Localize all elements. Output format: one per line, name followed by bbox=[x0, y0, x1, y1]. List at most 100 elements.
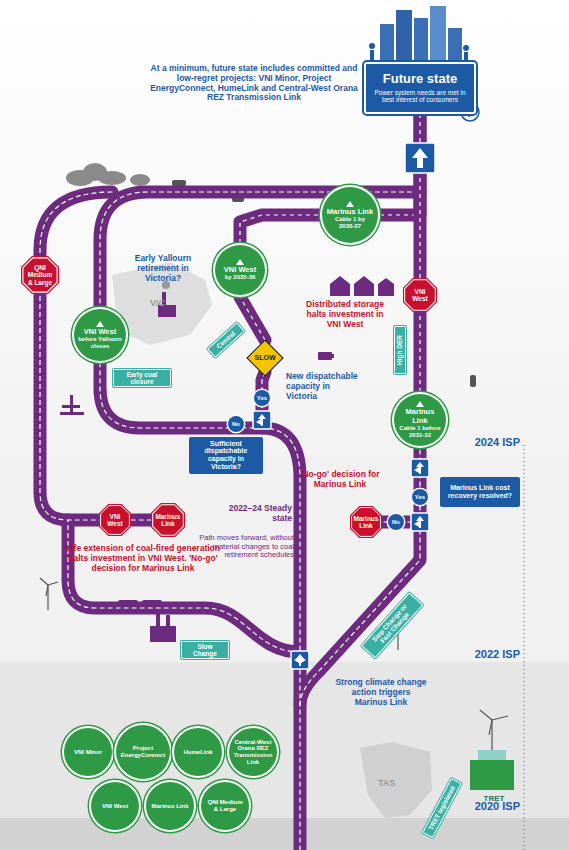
node-text: Marinus Link bbox=[155, 513, 182, 528]
octagon-ring bbox=[101, 506, 130, 535]
node-subtitle: Cable 1 before 2031-32 bbox=[398, 425, 442, 438]
decision-box: Marinus Link cost recovery resolved? bbox=[440, 477, 520, 507]
illustration-part bbox=[414, 467, 419, 473]
illustration-part bbox=[40, 578, 48, 585]
node-title: Marinus Link cost recovery resolved? bbox=[444, 484, 516, 500]
illustration-part bbox=[172, 180, 186, 186]
illustration-part bbox=[405, 143, 435, 173]
answer-circle: No bbox=[228, 416, 244, 432]
illustration-part bbox=[448, 28, 462, 62]
project-circle: VNI Westby 2035-36 bbox=[213, 243, 267, 297]
node-text: VNI West bbox=[95, 803, 136, 810]
octagon-fill bbox=[350, 506, 382, 538]
illustration-part bbox=[463, 45, 469, 51]
node-text: Marinus LinkCable 1 before 2031-32 bbox=[398, 401, 442, 438]
node-title: VNI West bbox=[84, 328, 116, 336]
node-text: Marinus LinkCable 1 by 2036-37 bbox=[327, 201, 374, 230]
annotation-label: At a minimum, future state includes comm… bbox=[148, 64, 360, 103]
annotation-label: 2022–24 Steady state bbox=[226, 504, 292, 524]
project-circle: VNI West bbox=[89, 780, 141, 832]
road-segment bbox=[414, 114, 427, 278]
node-title: High DER bbox=[396, 335, 403, 365]
node-text: HumeLink bbox=[178, 749, 219, 756]
node-title: Yes bbox=[415, 494, 425, 501]
answer-circle: Yes bbox=[254, 390, 270, 406]
cars bbox=[172, 180, 476, 387]
battery bbox=[318, 352, 334, 360]
scenario-sign: Slow Change bbox=[181, 641, 229, 660]
node-title: Future state bbox=[383, 72, 457, 87]
road-centreline bbox=[240, 215, 320, 243]
illustration-part bbox=[70, 395, 73, 413]
octagon-fill bbox=[21, 256, 59, 294]
answer-circle: Yes bbox=[412, 489, 428, 505]
band-2024 bbox=[0, 0, 569, 455]
project-circle: Central-West Orana REZ Transmission Link bbox=[227, 726, 279, 778]
node-title: SLOW bbox=[255, 354, 276, 362]
node-title: VNI West bbox=[102, 803, 128, 810]
diamond-fill bbox=[247, 340, 283, 376]
annotation-label: 2020 ISP bbox=[466, 800, 520, 813]
illustration-part bbox=[256, 419, 261, 425]
illustration-part bbox=[294, 657, 299, 663]
octagon-fill bbox=[99, 504, 131, 536]
illustration-part bbox=[416, 516, 424, 528]
node-title: QNI Medium & Large bbox=[25, 264, 55, 286]
illustration-part bbox=[470, 760, 514, 790]
node-text: Slow Change bbox=[186, 643, 224, 658]
illustration-part bbox=[369, 43, 375, 49]
node-subtitle: Cable 1 by 2036-37 bbox=[327, 216, 374, 229]
node-title: Marinus Link bbox=[398, 408, 442, 425]
illustration-part bbox=[380, 24, 394, 62]
node-title: VNI West bbox=[103, 513, 128, 528]
illustration-part bbox=[430, 6, 446, 62]
coal-plant bbox=[150, 281, 176, 642]
band-base bbox=[0, 818, 569, 850]
illustration-part bbox=[330, 276, 350, 296]
node-text: Marinus Link bbox=[150, 803, 191, 810]
octagon-fill bbox=[403, 278, 437, 312]
project-circle: Marinus Link bbox=[144, 780, 196, 832]
node-title: Marinus Link bbox=[354, 515, 379, 530]
future-state-box: Future statePower system needs are met i… bbox=[364, 62, 476, 114]
illustration-part bbox=[291, 651, 309, 669]
illustration-part bbox=[411, 459, 429, 477]
illustration-part bbox=[464, 52, 468, 62]
road-segment bbox=[240, 215, 320, 243]
node-title: Project EnergyConnect bbox=[120, 745, 165, 758]
illustration-part bbox=[492, 716, 508, 720]
tret-building bbox=[470, 750, 514, 790]
annotation-label: VIC bbox=[150, 298, 180, 308]
answer-circle: No bbox=[388, 514, 404, 530]
illustration-part bbox=[48, 582, 58, 585]
scenario-sign: High DER bbox=[394, 326, 406, 374]
illustration-part bbox=[489, 720, 492, 735]
octagon-ring bbox=[153, 505, 184, 536]
timeline-line bbox=[524, 445, 525, 850]
annotation-label: 'No-go' decision for Marinus Link bbox=[296, 470, 384, 490]
illustration-part bbox=[130, 174, 150, 186]
node-text: Marinus Link cost recovery resolved? bbox=[444, 484, 516, 500]
node-title: Central-West Orana REZ Transmission Link bbox=[233, 739, 274, 766]
node-text: VNI West bbox=[407, 288, 434, 303]
road-centreline bbox=[419, 114, 420, 278]
node-title: VNI Minor bbox=[74, 749, 102, 756]
decision-box: Sufficient dispatchable capacity in Vict… bbox=[189, 437, 263, 474]
road-centreline bbox=[40, 192, 420, 850]
project-circle: Project EnergyConnect bbox=[114, 723, 172, 781]
road-connector bbox=[420, 312, 421, 392]
illustration-part bbox=[60, 412, 84, 415]
houses bbox=[330, 276, 394, 296]
road-segment bbox=[240, 297, 265, 340]
project-circle: QNI Medium & Large bbox=[199, 780, 251, 832]
node-text: VNI Westby 2035-36 bbox=[219, 259, 261, 281]
node-text: Project EnergyConnect bbox=[120, 745, 165, 758]
annotation-label: Strong climate change action triggers Ma… bbox=[335, 678, 427, 707]
illustration-part bbox=[253, 411, 271, 429]
annotation-label: Early Yallourn retirement in Victoria? bbox=[120, 254, 206, 283]
city-buildings bbox=[369, 6, 469, 62]
node-text: Yes bbox=[254, 395, 270, 402]
